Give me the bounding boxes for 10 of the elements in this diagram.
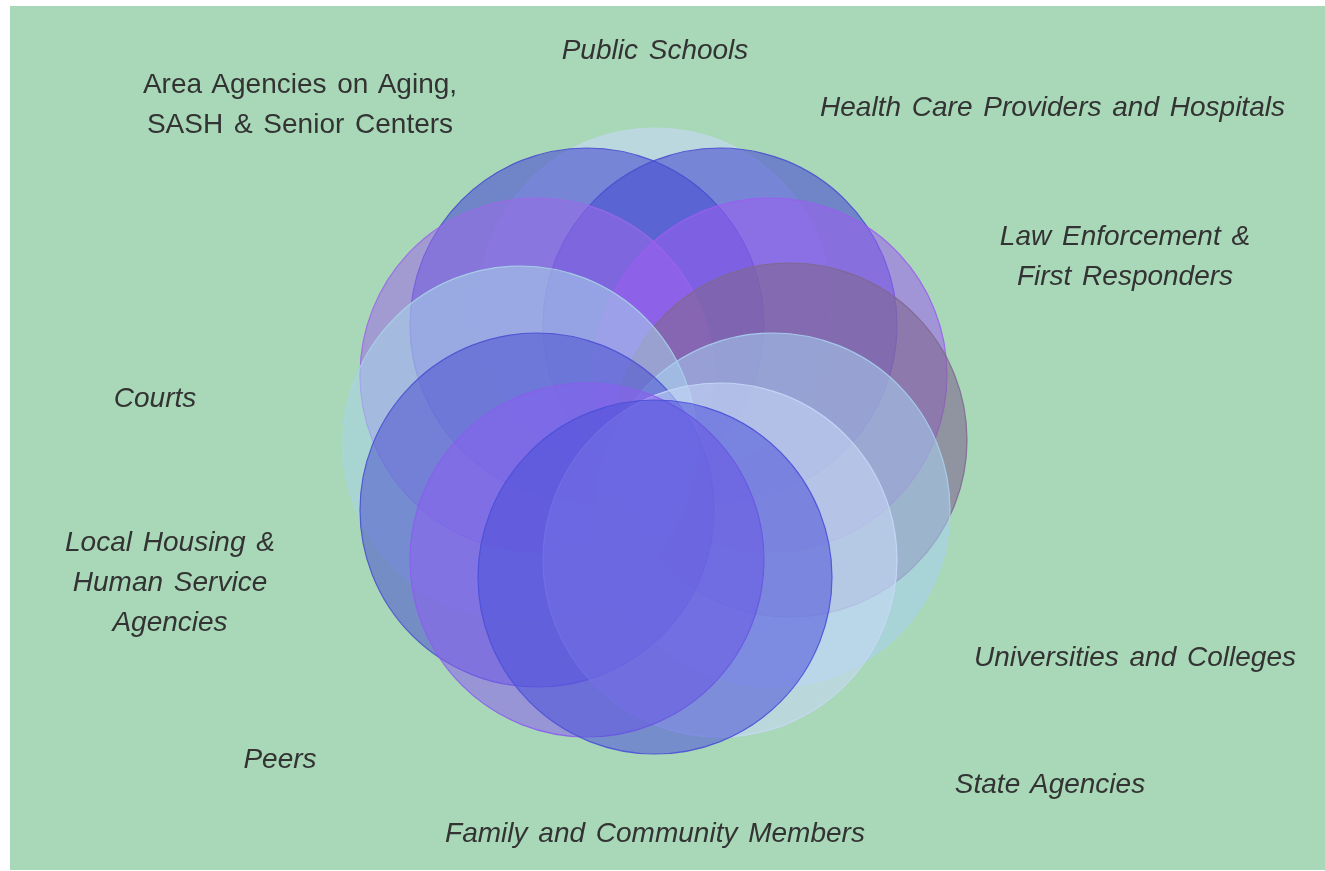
stakeholder-label: Public Schools (560, 33, 750, 67)
stakeholder-label: Law Enforcement & First Responders (998, 219, 1252, 293)
stakeholder-label: Family and Community Members (444, 816, 866, 850)
stakeholder-label: Universities and Colleges (973, 640, 1297, 674)
stakeholder-label: Health Care Providers and Hospitals (819, 90, 1286, 124)
stakeholder-label: Local Housing & Human Service Agencies (64, 525, 276, 639)
stakeholder-label: Peers (242, 742, 318, 776)
stakeholder-label: State Agencies (953, 767, 1147, 801)
stakeholder-label: Area Agencies on Aging, SASH & Senior Centers (141, 67, 459, 141)
stakeholder-label: Courts (112, 381, 198, 415)
